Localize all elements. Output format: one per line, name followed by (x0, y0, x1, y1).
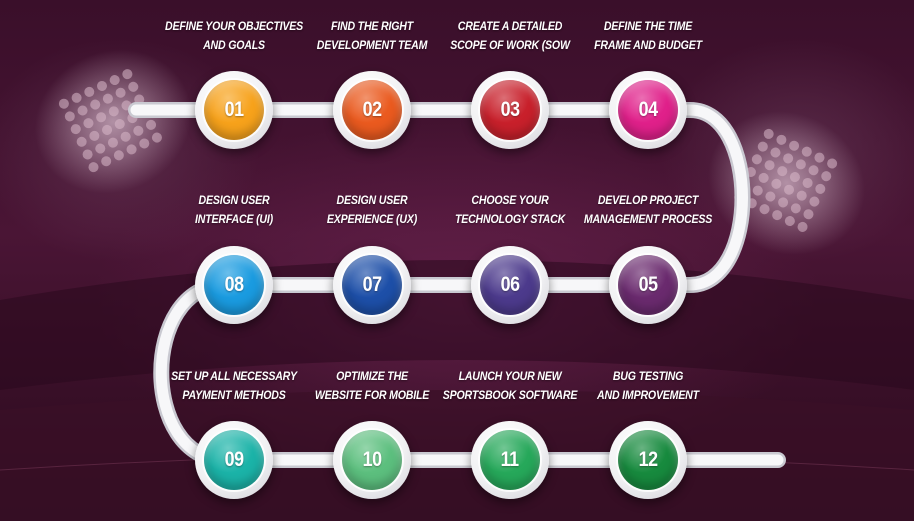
step-number: 04 (638, 98, 658, 121)
step-badge: 09 (204, 430, 264, 490)
step-label-line-2: AND IMPROVEMENT (597, 390, 699, 402)
step-02-label: FIND THE RIGHT DEVELOPMENT TEAM (303, 18, 441, 56)
step-label-line-2: WEBSITE FOR MOBILE (314, 390, 430, 402)
step-label-line-1: DEFINE YOUR OBJECTIVES (165, 21, 304, 33)
step-label-line-1: DESIGN USER (336, 195, 408, 207)
step-07-circle: 07 (333, 246, 411, 324)
step-label-line-2: AND GOALS (203, 40, 265, 52)
step-01-circle: 01 (195, 71, 273, 149)
step-badge: 10 (342, 430, 402, 490)
step-label-line-2: FRAME AND BUDGET (594, 40, 702, 52)
step-label-line-2: EXPERIENCE (UX) (326, 214, 418, 226)
step-label-line-1: BUG TESTING (612, 371, 684, 383)
step-badge: 01 (204, 80, 264, 140)
step-number: 06 (500, 273, 520, 296)
step-label-line-1: SET UP ALL NECESSARY (171, 371, 297, 383)
step-01-label: DEFINE YOUR OBJECTIVES AND GOALS (165, 18, 303, 56)
step-label-line-1: DESIGN USER (198, 195, 270, 207)
step-07-label: DESIGN USER EXPERIENCE (UX) (303, 192, 441, 230)
step-number: 07 (362, 273, 382, 296)
step-label-line-1: CHOOSE YOUR (471, 195, 549, 207)
step-08-label: DESIGN USER INTERFACE (UI) (165, 192, 303, 230)
step-number: 03 (500, 98, 520, 121)
left-floodlight-icon (34, 49, 192, 194)
step-06-label: CHOOSE YOUR TECHNOLOGY STACK (441, 192, 579, 230)
step-number: 09 (224, 448, 244, 471)
step-number: 01 (224, 98, 244, 121)
step-11-label: LAUNCH YOUR NEW SPORTSBOOK SOFTWARE (441, 368, 579, 406)
step-05-circle: 05 (609, 246, 687, 324)
step-label-line-2: INTERFACE (UI) (195, 214, 273, 226)
step-label-line-1: CREATE A DETAILED (457, 21, 563, 33)
step-label-line-2: SPORTSBOOK SOFTWARE (442, 390, 578, 402)
step-label-line-1: FIND THE RIGHT (330, 21, 414, 33)
step-number: 08 (224, 273, 244, 296)
step-label-line-1: OPTIMIZE THE (336, 371, 408, 383)
step-03-circle: 03 (471, 71, 549, 149)
step-label-line-1: DEFINE THE TIME (603, 21, 693, 33)
step-label-line-2: MANAGEMENT PROCESS (583, 214, 713, 226)
step-label-line-1: LAUNCH YOUR NEW (458, 371, 562, 383)
step-10-circle: 10 (333, 421, 411, 499)
step-number: 11 (500, 448, 520, 471)
step-badge: 03 (480, 80, 540, 140)
step-04-label: DEFINE THE TIME FRAME AND BUDGET (579, 18, 717, 56)
step-number: 05 (638, 273, 658, 296)
step-09-circle: 09 (195, 421, 273, 499)
step-badge: 12 (618, 430, 678, 490)
step-number: 10 (362, 448, 382, 471)
step-label-line-2: SCOPE OF WORK (SOW (450, 40, 570, 52)
step-badge: 04 (618, 80, 678, 140)
step-03-label: CREATE A DETAILED SCOPE OF WORK (SOW (441, 18, 579, 56)
step-badge: 05 (618, 255, 678, 315)
step-number: 12 (638, 448, 658, 471)
step-12-circle: 12 (609, 421, 687, 499)
step-badge: 11 (480, 430, 540, 490)
step-10-label: OPTIMIZE THE WEBSITE FOR MOBILE (303, 368, 441, 406)
step-number: 02 (362, 98, 382, 121)
step-11-circle: 11 (471, 421, 549, 499)
step-badge: 08 (204, 255, 264, 315)
step-04-circle: 04 (609, 71, 687, 149)
step-label-line-2: TECHNOLOGY STACK (454, 214, 566, 226)
step-label-line-2: DEVELOPMENT TEAM (316, 40, 428, 52)
step-badge: 06 (480, 255, 540, 315)
step-badge: 02 (342, 80, 402, 140)
step-08-circle: 08 (195, 246, 273, 324)
step-badge: 07 (342, 255, 402, 315)
step-05-label: DEVELOP PROJECT MANAGEMENT PROCESS (579, 192, 717, 230)
step-label-line-2: PAYMENT METHODS (182, 390, 286, 402)
step-06-circle: 06 (471, 246, 549, 324)
step-09-label: SET UP ALL NECESSARY PAYMENT METHODS (165, 368, 303, 406)
step-02-circle: 02 (333, 71, 411, 149)
step-label-line-1: DEVELOP PROJECT (597, 195, 699, 207)
step-12-label: BUG TESTING AND IMPROVEMENT (579, 368, 717, 406)
